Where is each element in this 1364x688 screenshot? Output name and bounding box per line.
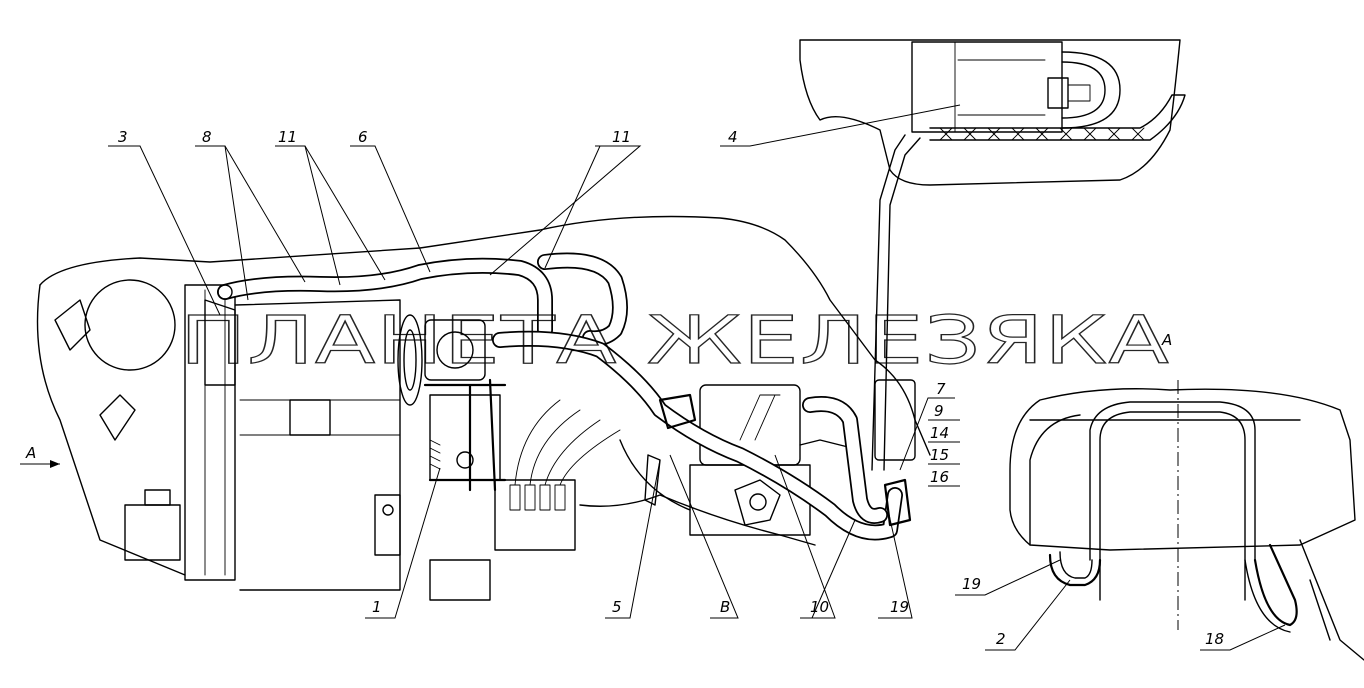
callout-5: 5 — [612, 598, 622, 616]
watermark: ПЛАНЕТА ЖЕЛЕЗЯКА — [180, 302, 1170, 379]
callout-14: 14 — [930, 424, 949, 442]
callout-1: 1 — [372, 598, 382, 616]
callout-2: 2 — [996, 630, 1006, 648]
callout-b: B — [720, 598, 730, 616]
cabin-heater-unit — [799, 39, 1186, 471]
view-a-arrow: A — [20, 444, 60, 468]
section-view-a — [1009, 380, 1364, 661]
engine-body — [36, 215, 931, 601]
callout-15: 15 — [930, 446, 949, 464]
callout-19-section: 19 — [962, 575, 981, 593]
callout-7: 7 — [936, 380, 946, 398]
view-a-arrow-label: A — [25, 444, 36, 462]
callout-8: 8 — [202, 128, 212, 146]
callout-6: 6 — [358, 128, 368, 146]
callout-4: 4 — [728, 128, 738, 146]
callout-3: 3 — [118, 128, 128, 146]
callout-19-main: 19 — [890, 598, 909, 616]
callout-16: 16 — [930, 468, 949, 486]
section-view-label: A — [1161, 331, 1172, 349]
callout-11-right: 11 — [612, 128, 631, 146]
callout-18: 18 — [1205, 630, 1224, 648]
callout-10: 10 — [810, 598, 829, 616]
callout-leaders — [108, 104, 1286, 651]
callout-labels: 3 8 11 6 11 4 7 9 14 15 16 1 5 B 10 19 1… — [118, 128, 1224, 648]
heater-hoses — [204, 252, 912, 541]
callout-9: 9 — [934, 402, 944, 420]
callout-11-left: 11 — [278, 128, 297, 146]
